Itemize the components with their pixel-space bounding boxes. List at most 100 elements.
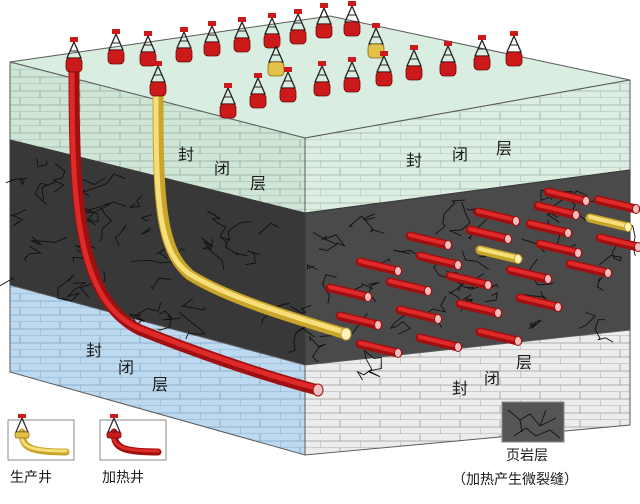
lateral-highlight bbox=[568, 261, 610, 274]
fracture-line bbox=[245, 250, 261, 266]
lateral-tip bbox=[364, 292, 372, 302]
fracture-line bbox=[348, 215, 376, 227]
fracture-line bbox=[207, 210, 228, 245]
lateral-highlight bbox=[508, 267, 550, 280]
derrick-icon bbox=[107, 29, 125, 65]
derrick-icon bbox=[203, 21, 221, 57]
svg-text:闭: 闭 bbox=[214, 159, 230, 178]
fracture-line bbox=[114, 224, 127, 247]
fracture-line bbox=[129, 312, 143, 326]
lateral-highlight bbox=[588, 215, 630, 228]
lateral-highlight bbox=[528, 221, 570, 234]
derrick-icon bbox=[439, 41, 457, 77]
derrick-icon bbox=[249, 73, 267, 109]
derrick-icon bbox=[343, 57, 361, 93]
fracture-line bbox=[297, 323, 315, 338]
fracture-line bbox=[363, 213, 385, 234]
fracture-line bbox=[491, 283, 499, 288]
derrick-icon bbox=[405, 45, 423, 81]
derrick-icon bbox=[313, 61, 331, 97]
lateral-tip bbox=[512, 216, 520, 226]
lateral-tip bbox=[504, 234, 512, 244]
lateral-highlight bbox=[418, 253, 460, 266]
lateral-tip bbox=[454, 342, 462, 352]
fracture-line bbox=[181, 298, 206, 311]
legend-heating-label: 加热井 bbox=[102, 470, 144, 486]
fracture-line bbox=[599, 245, 622, 266]
svg-text:层: 层 bbox=[250, 174, 266, 193]
lateral-highlight bbox=[478, 247, 520, 260]
lateral-highlight bbox=[358, 341, 400, 354]
lateral-tip bbox=[374, 320, 382, 330]
fracture-line bbox=[150, 277, 172, 290]
production-well-bore-highlight bbox=[153, 92, 347, 335]
fracture-line bbox=[389, 314, 412, 335]
svg-text:封: 封 bbox=[452, 379, 468, 398]
heating-laterals bbox=[325, 187, 640, 358]
lateral-highlight bbox=[518, 295, 560, 308]
fracture-line bbox=[10, 209, 26, 227]
derrick-icon bbox=[375, 51, 393, 87]
legend-shale-layer: 页岩层 （加热产生微裂缝） bbox=[452, 401, 578, 488]
derrick-icon bbox=[473, 35, 491, 71]
lateral-highlight bbox=[458, 301, 500, 314]
fracture-line bbox=[529, 258, 554, 286]
lateral-tip bbox=[424, 286, 432, 296]
fracture-line bbox=[225, 238, 248, 257]
lateral-tip bbox=[572, 210, 580, 220]
fracture-line bbox=[34, 182, 50, 205]
fracture-line bbox=[528, 319, 542, 330]
legend-production-derrick-icon bbox=[14, 414, 30, 439]
production-well-tip bbox=[340, 327, 352, 341]
derrick-icon bbox=[65, 37, 83, 73]
heating-well-bore-highlight bbox=[69, 69, 319, 391]
lateral-tip bbox=[574, 248, 582, 258]
lateral-highlight bbox=[476, 209, 518, 222]
lateral-highlight bbox=[418, 335, 460, 348]
upper-cap-left-label: 封 闭 层 bbox=[178, 145, 266, 193]
fracture-line bbox=[356, 348, 373, 381]
fracture-line bbox=[179, 312, 206, 340]
svg-text:闭: 闭 bbox=[452, 145, 468, 164]
fracture-line bbox=[312, 231, 346, 247]
derrick-icon bbox=[343, 1, 361, 37]
fracture-line bbox=[155, 248, 168, 260]
fracture-line bbox=[393, 249, 416, 255]
fracture-line bbox=[140, 227, 152, 236]
fracture-line bbox=[318, 235, 338, 251]
fracture-line bbox=[381, 258, 391, 264]
fracture-line bbox=[594, 319, 614, 343]
lateral-tip bbox=[454, 260, 462, 270]
lateral-highlight bbox=[408, 233, 450, 246]
fracture-line bbox=[158, 310, 181, 321]
svg-text:封: 封 bbox=[178, 145, 194, 164]
svg-text:封: 封 bbox=[406, 151, 422, 170]
fracture-line bbox=[86, 206, 107, 226]
lateral-highlight bbox=[538, 241, 580, 254]
derrick-icon bbox=[233, 17, 251, 53]
upper-cap-right-label: 封 闭 层 bbox=[406, 139, 512, 170]
svg-text:闭: 闭 bbox=[118, 358, 134, 377]
lateral-tip bbox=[484, 280, 492, 290]
lateral-tip bbox=[514, 254, 522, 264]
lateral-tip bbox=[514, 336, 522, 346]
lateral-highlight bbox=[596, 197, 638, 210]
surface-wellheads bbox=[65, 1, 523, 119]
lateral-tip bbox=[494, 308, 502, 318]
legend-production-label: 生产井 bbox=[10, 470, 52, 486]
lateral-tip bbox=[632, 204, 640, 214]
fracture-line bbox=[57, 274, 75, 301]
fracture-line bbox=[484, 291, 498, 303]
lateral-tip bbox=[604, 268, 612, 278]
fracture-line bbox=[0, 276, 15, 287]
legend-heating-derrick-icon bbox=[106, 414, 122, 439]
svg-text:层: 层 bbox=[516, 353, 532, 372]
fracture-line bbox=[79, 201, 126, 214]
lateral-tip bbox=[634, 242, 640, 252]
fracture-line bbox=[30, 236, 67, 246]
lateral-highlight bbox=[536, 203, 578, 216]
fracture-line bbox=[524, 290, 547, 300]
svg-text:层: 层 bbox=[152, 375, 168, 394]
lateral-tip bbox=[444, 240, 452, 250]
svg-text:层: 层 bbox=[496, 139, 512, 158]
